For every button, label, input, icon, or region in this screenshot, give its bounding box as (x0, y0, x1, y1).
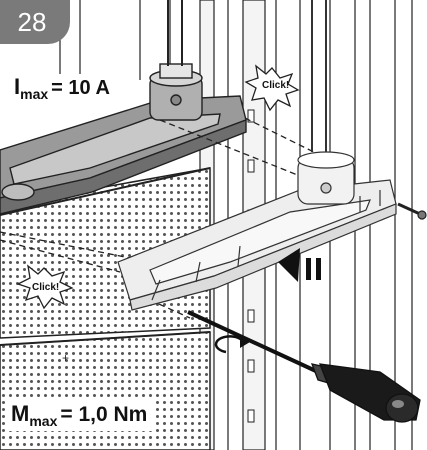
current-rating-label: Imax= 10 A (10, 74, 114, 103)
torque-subscript: max (29, 413, 58, 429)
click-callout-top: Click! (262, 80, 290, 91)
torque-symbol: M (11, 401, 30, 426)
motion-lines (0, 117, 331, 319)
step-marker-bar-2 (316, 258, 321, 280)
current-subscript: max (20, 86, 49, 102)
click-starburst-top (244, 64, 300, 112)
svg-text:+: + (62, 351, 69, 365)
step-marker-bar-1 (306, 258, 311, 280)
step-marker-bars (306, 258, 321, 280)
step-number-badge: 28 (0, 0, 70, 44)
insertion-arrow (278, 248, 300, 282)
click-starburst-left (16, 264, 74, 310)
torque-rating-label: Mmax= 1,0 Nm (6, 400, 153, 431)
current-value: = 10 A (51, 77, 110, 99)
rotation-arrow (214, 335, 250, 354)
click-callout-left: Click! (32, 282, 60, 293)
connector-installed (149, 0, 203, 121)
fixing-screw (397, 202, 427, 220)
connector-new (297, 0, 355, 205)
busbar-carrier-new (117, 179, 397, 311)
busbar-carrier-installed (0, 95, 247, 215)
torque-value: = 1,0 Nm (60, 403, 148, 426)
current-symbol: I (14, 74, 21, 99)
screwdriver (187, 310, 421, 423)
step-number: 28 (17, 6, 47, 37)
perforated-panel-lower: + (0, 331, 211, 450)
